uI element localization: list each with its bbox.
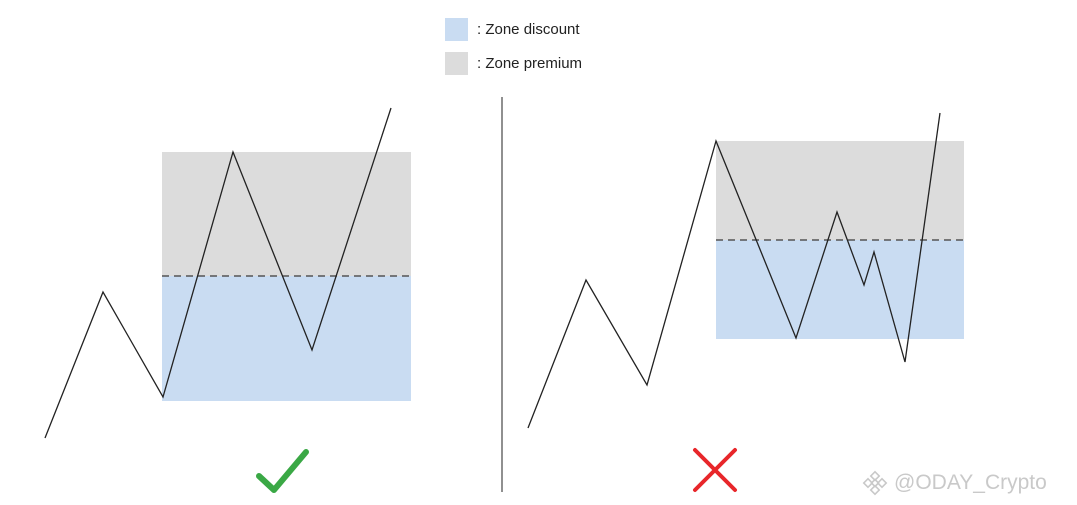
legend-premium-swatch [445, 51, 468, 75]
watermark-text: @ODAY_Crypto [894, 471, 1047, 494]
check-icon [256, 449, 309, 493]
right-premium-zone [716, 141, 964, 240]
legend-discount: : Zone discount [445, 17, 580, 41]
legend-premium-label: : Zone premium [477, 54, 583, 72]
left-panel-correct [44, 107, 411, 439]
right-discount-zone [716, 240, 964, 339]
right-price-path [527, 112, 941, 429]
right-panel-wrong [527, 112, 964, 429]
watermark: @ODAY_Crypto [862, 470, 1047, 496]
legend-premium: : Zone premium [445, 51, 582, 75]
legend-discount-label: : Zone discount [477, 20, 580, 38]
left-price-path [44, 107, 392, 439]
legend-discount-swatch [445, 17, 468, 41]
left-discount-zone [162, 276, 411, 401]
cross-icon [693, 448, 737, 492]
binance-logo-icon [862, 470, 888, 496]
left-premium-zone [162, 152, 411, 276]
